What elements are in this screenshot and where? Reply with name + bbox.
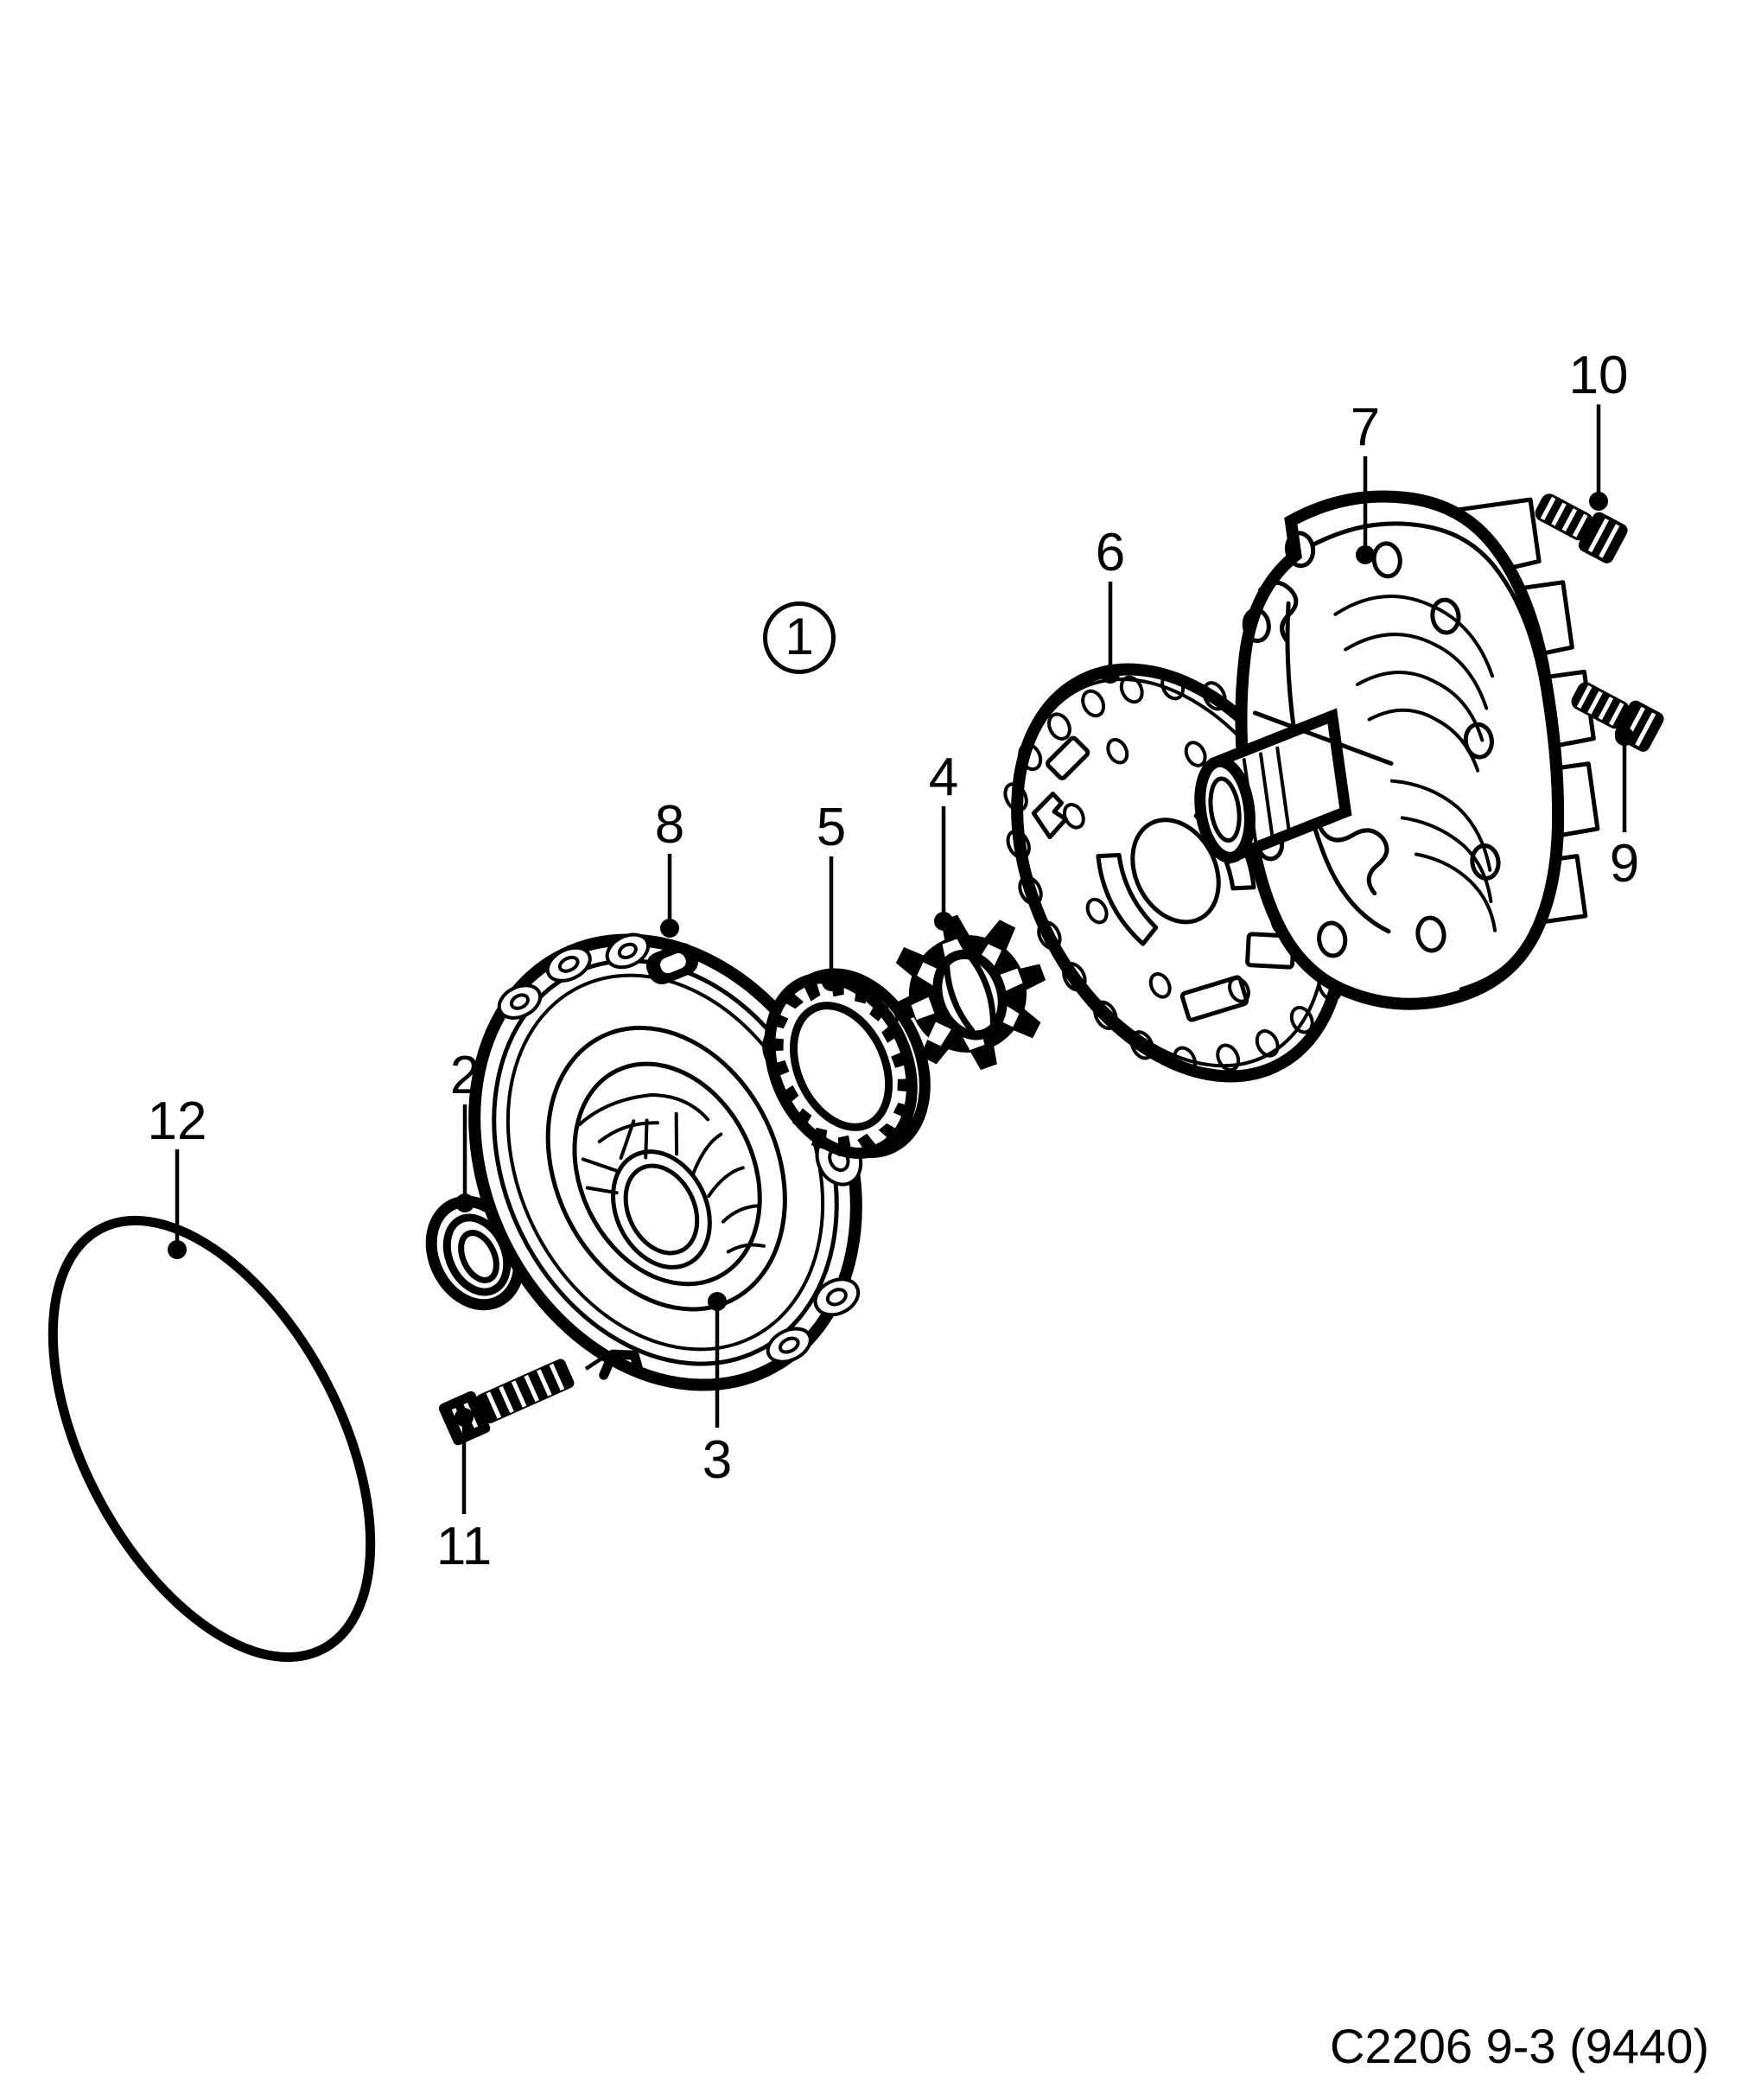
part-outer-rotor-ring — [764, 968, 931, 1159]
callout-5-label: 5 — [816, 798, 847, 857]
part-housing-bolt — [438, 1303, 684, 1446]
callout-4-label: 4 — [928, 748, 959, 807]
callout-1-circled: 1 — [763, 601, 836, 674]
callout-3-label: 3 — [702, 1430, 733, 1490]
callout-8-label: 8 — [654, 795, 685, 855]
callout-leader-lines — [168, 404, 1634, 1514]
callout-9-label: 9 — [1609, 834, 1640, 894]
callout-2-label: 2 — [449, 1046, 480, 1105]
callout-11-label: 11 — [436, 1517, 493, 1576]
part-cover-bolt-lower — [1571, 682, 1664, 752]
diagram-caption: C2206 9-3 (9440) — [1330, 2019, 1709, 2073]
part-pump-cover — [1194, 490, 1600, 1010]
callout-7-label: 7 — [1350, 398, 1381, 457]
part-o-ring — [48, 1215, 376, 1663]
callout-6-label: 6 — [1095, 523, 1126, 582]
part-inner-rotor-gear — [891, 914, 1046, 1071]
part-dowel-pin — [645, 942, 699, 985]
callout-12-label: 12 — [147, 1091, 207, 1151]
part-cover-bolt-upper — [1535, 493, 1628, 563]
callout-10-label: 10 — [1568, 346, 1629, 405]
callout-1-label: 1 — [785, 608, 814, 666]
